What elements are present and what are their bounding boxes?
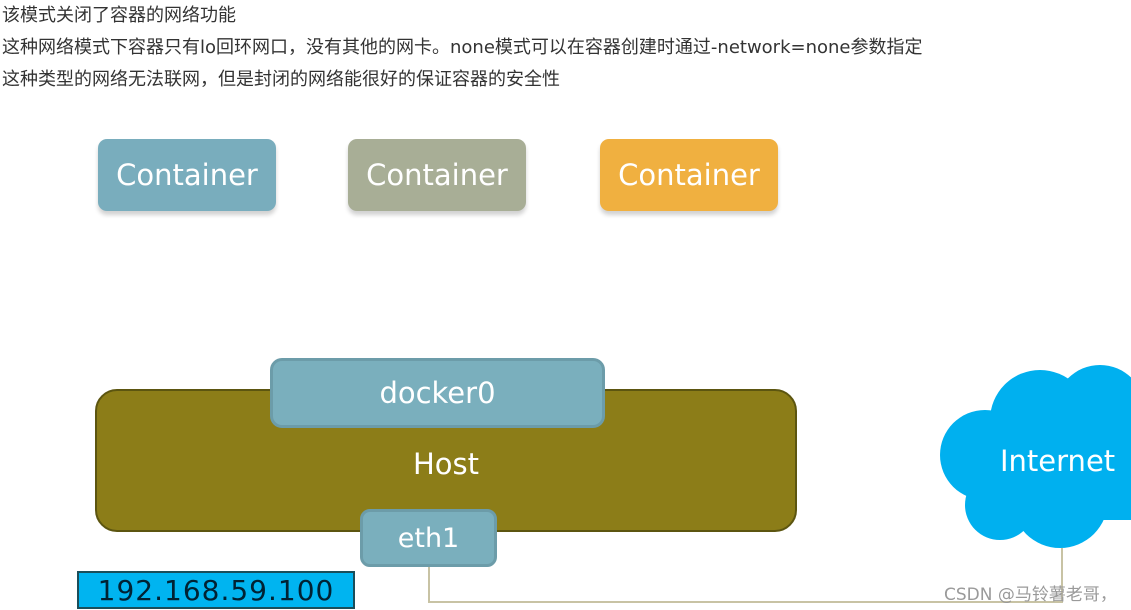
eth1-box: eth1 <box>360 509 497 567</box>
internet-cloud-icon <box>940 365 1131 548</box>
internet-label: Internet <box>1000 444 1116 478</box>
article-line-1: 该模式关闭了容器的网络功能 <box>2 5 236 26</box>
article-line-3: 这种类型的网络无法联网，但是封闭的网络能很好的保证容器的安全性 <box>2 69 560 90</box>
container-box-1: Container <box>98 139 276 211</box>
container-label-2: Container <box>366 158 508 192</box>
container-box-2: Container <box>348 139 526 211</box>
container-label-1: Container <box>116 158 258 192</box>
host-label: Host <box>412 447 480 481</box>
article-line-2: 这种网络模式下容器只有lo回环网口，没有其他的网卡。none模式可以在容器创建时… <box>2 37 923 58</box>
article-text: 该模式关闭了容器的网络功能 这种网络模式下容器只有lo回环网口，没有其他的网卡。… <box>2 0 923 96</box>
container-box-3: Container <box>600 139 778 211</box>
eth1-label: eth1 <box>397 522 460 554</box>
watermark: CSDN @马铃薯老哥， <box>944 585 1117 605</box>
container-label-3: Container <box>618 158 760 192</box>
docker0-label: docker0 <box>379 376 496 410</box>
eth1-internet-connector <box>428 548 1063 603</box>
docker0-box: docker0 <box>270 358 605 428</box>
ip-address-box: 192.168.59.100 <box>77 571 355 609</box>
